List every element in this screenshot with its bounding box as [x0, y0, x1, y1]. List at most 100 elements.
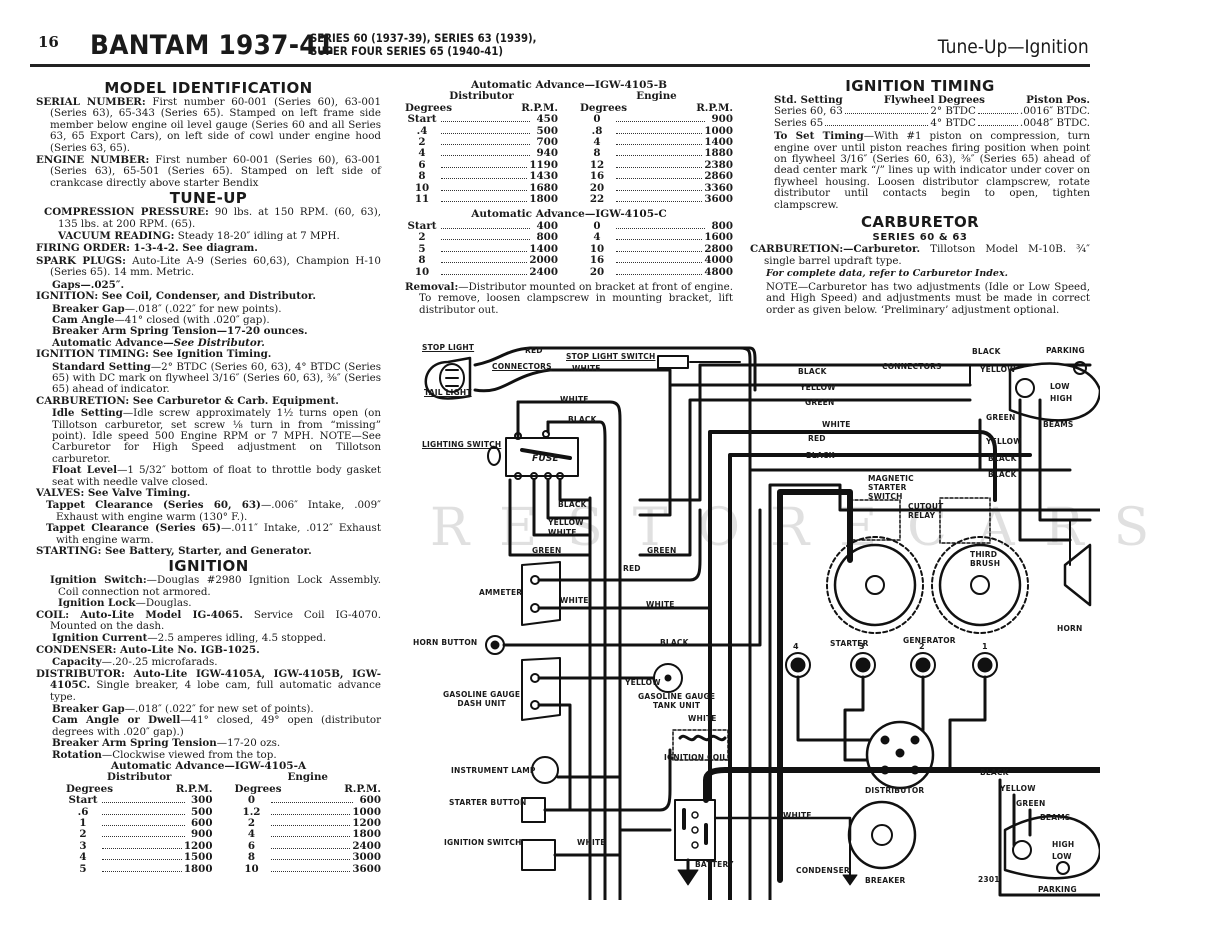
leader-dots [102, 813, 185, 815]
wire-black: BLACK [988, 470, 1017, 479]
serial-number-entry: SERIAL NUMBER: First number 60-001 (Seri… [36, 96, 381, 154]
degrees-value: 4 [247, 828, 256, 841]
wire-black: BLACK [660, 638, 689, 647]
advance-table-a-title: Automatic Advance—IGW-4105-A [110, 759, 307, 772]
degrees-value: 1 [79, 816, 87, 829]
rpm-value: 1600 [704, 231, 733, 244]
wire-white: WHITE [577, 838, 606, 847]
carburetion-spec: CARBURETION:—Carburetor. Tillotson Model… [750, 243, 1090, 267]
leader-dots [616, 155, 703, 157]
vacuum-entry: VACUUM READING: Steady 18-20″ idling at … [58, 230, 340, 243]
leader-dots [441, 144, 530, 146]
degrees-value: 10 [414, 181, 430, 194]
rpm-value: 500 [191, 805, 213, 818]
condenser-capacity: Capacity—.20-.25 microfarads. [52, 656, 218, 669]
wire-white: WHITE [783, 811, 812, 820]
leader-dots [102, 824, 185, 826]
degrees-value: .8 [591, 124, 603, 137]
degrees-value: 11 [414, 193, 430, 206]
rpm-value: 940 [536, 147, 559, 160]
label-lighting-switch: LIGHTING SWITCH [422, 440, 502, 449]
distributor-entry: DISTRIBUTOR: Auto-Lite IGW-4105A, IGW-41… [36, 667, 381, 703]
carb-idle-setting: Idle Setting—Idle screw approximately 1½… [52, 407, 382, 465]
rpm-value: 1430 [529, 170, 558, 183]
label-instrument-lamp: INSTRUMENT LAMP [451, 766, 536, 775]
leader-dots [270, 847, 351, 849]
battery-ground-icon [677, 869, 699, 886]
leader-dots [102, 836, 185, 838]
rpm-value: 700 [536, 136, 559, 149]
label-high-top: HIGH [1050, 394, 1073, 403]
wire-yellow: YELLOW [625, 678, 661, 687]
label-low-top: LOW [1050, 382, 1070, 391]
leader-dots [616, 132, 703, 134]
rpm-value: 1400 [529, 242, 558, 255]
label-beams-top: BEAMS [1043, 420, 1074, 429]
wire-black: BLACK [980, 768, 1009, 777]
watermark: RESTORECARS [430, 498, 1180, 558]
rpm-value: 1200 [183, 839, 213, 852]
ignition-heading: IGNITION [168, 557, 249, 576]
degrees-value: 8 [418, 254, 426, 267]
label-tail-light: TAIL LIGHT [424, 388, 472, 397]
degrees-value: 2 [79, 828, 87, 841]
coil-entry: COIL: Auto-Lite Model IG-4065. Service C… [36, 608, 382, 633]
series-line-1: SERIES 60 (1937-39), SERIES 63 (1939), [310, 31, 537, 45]
ignition-coil-icon [672, 729, 729, 761]
rpm-value: 800 [536, 231, 559, 244]
degrees-value: 10 [414, 265, 430, 278]
header-rule [30, 64, 1090, 67]
degrees-value: .6 [77, 805, 89, 818]
series-line-2: SUPER FOUR SERIES 65 (1940-41) [310, 44, 503, 58]
degrees-value: 4 [593, 231, 601, 244]
label-stop-light-switch: STOP LIGHT SWITCH [566, 352, 656, 361]
degrees-value: 5 [79, 862, 87, 875]
rpm-value: 1880 [704, 147, 733, 160]
ignition-timing-entry: IGNITION TIMING: See Ignition Timing. [36, 348, 272, 361]
leader-dots [616, 239, 703, 241]
ammeter-icon [521, 561, 561, 626]
rpm-value: 900 [191, 828, 213, 841]
degrees-value: Start [407, 219, 437, 232]
ign-auto-advance: Automatic Advance—See Distributor. [52, 336, 265, 349]
wire-green: GREEN [805, 398, 835, 407]
degrees-value: 3 [79, 839, 87, 852]
group-label: Engine [287, 771, 328, 784]
valves-entry: VALVES: See Valve Timing. [36, 487, 191, 499]
plug-gap: Gaps—.025″. [52, 278, 125, 291]
leader-dots [616, 189, 703, 191]
starter-motor-icon [826, 536, 924, 634]
rpm-value: 2800 [704, 242, 733, 255]
rpm-value: 500 [536, 124, 559, 137]
dist-rotation: Rotation—Clockwise viewed from the top. [52, 748, 277, 761]
leader-dots [616, 121, 705, 123]
wire-yellow: YELLOW [548, 518, 584, 527]
leader-dots [616, 273, 703, 275]
rpm-value: 2860 [704, 170, 733, 183]
rpm-value: 3600 [704, 193, 733, 206]
degrees-value: 20 [589, 181, 605, 194]
label-starter: STARTER [830, 639, 869, 648]
plug-number-1: 1 [982, 642, 988, 651]
dist-spring-tension: Breaker Arm Spring Tension—17-20 ozs. [52, 737, 281, 750]
rpm-value: 1400 [704, 136, 733, 149]
degrees-value: Start [407, 113, 437, 126]
left-column: MODEL IDENTIFICATION SERIAL NUMBER: Firs… [36, 80, 381, 875]
